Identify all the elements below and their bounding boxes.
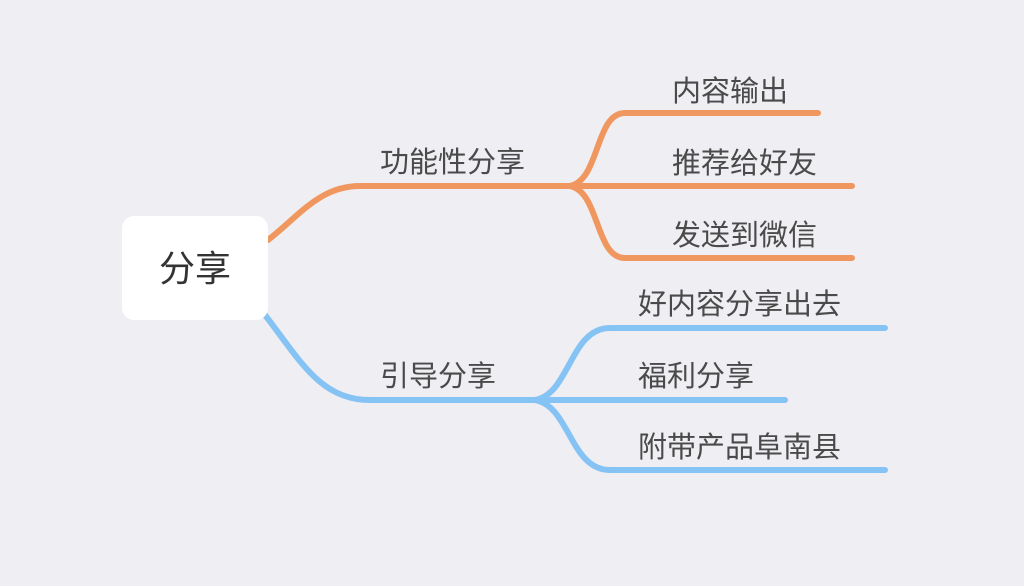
edge-guided-to-good-content [532, 325, 888, 403]
edge-functional-to-wechat [567, 183, 855, 261]
node-bundled-product[interactable]: 附带产品阜南县 [638, 430, 841, 464]
root-node-box [122, 216, 268, 320]
root-node-label: 分享 [159, 249, 231, 290]
node-content-output[interactable]: 内容输出 [672, 74, 788, 108]
node-send-to-wechat[interactable]: 发送到微信 [672, 218, 817, 252]
branch-guided-share[interactable]: 引导分享 [380, 359, 496, 393]
node-recommend-to-friend[interactable]: 推荐给好友 [672, 146, 817, 180]
edge-guided-to-product [532, 397, 888, 473]
edge-functional-to-content-output [567, 110, 821, 189]
node-share-good-content[interactable]: 好内容分享出去 [638, 287, 841, 321]
node-welfare-share[interactable]: 福利分享 [638, 359, 754, 393]
edge-root-to-guided [262, 312, 538, 403]
root-node[interactable]: 分享 [122, 216, 268, 320]
branch-functional-share[interactable]: 功能性分享 [380, 145, 525, 179]
edge-root-to-functional [265, 183, 573, 243]
